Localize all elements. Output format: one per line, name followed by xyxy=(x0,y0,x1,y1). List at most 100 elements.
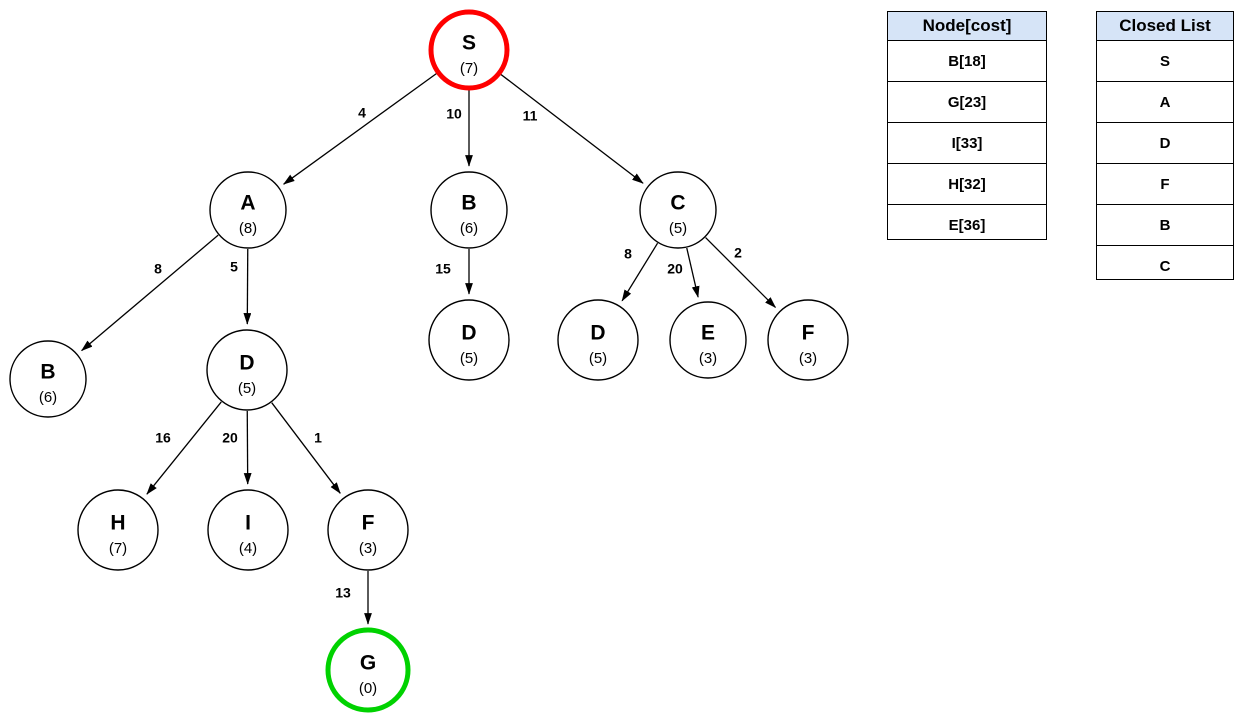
node-circle-C[interactable] xyxy=(639,171,717,249)
graph-node-C[interactable]: C(5) xyxy=(639,171,717,249)
node-circle-B1[interactable] xyxy=(430,171,508,249)
graph-edge-C-D3 xyxy=(621,242,659,302)
node-label-S: S xyxy=(462,32,476,55)
open-list-body: B[18]G[23]I[33]H[32] E[36] xyxy=(888,40,1046,246)
node-label-D1: D xyxy=(239,352,254,375)
graph-node-B1[interactable]: B(6) xyxy=(430,171,508,249)
edge-weight-C-E: 20 xyxy=(667,261,683,277)
node-label-C: C xyxy=(670,192,685,215)
node-circle-F1[interactable] xyxy=(767,299,849,381)
graph-node-B2[interactable]: B (6) xyxy=(9,340,87,418)
table-row[interactable]: S xyxy=(1097,40,1233,82)
edge-weight-F2-G: 13 xyxy=(335,585,351,601)
table-row[interactable]: F xyxy=(1097,163,1233,205)
graph-edge-S-C xyxy=(499,73,644,184)
closed-list-cell-0: S xyxy=(1097,40,1233,82)
node-cost-A: (8) xyxy=(239,220,257,237)
node-cost-F2: (3) xyxy=(359,540,377,557)
node-circle-H[interactable] xyxy=(77,489,159,571)
node-cost-F1: (3) xyxy=(799,350,817,367)
graph-edge-C-E xyxy=(686,247,700,298)
node-circle-D2[interactable] xyxy=(428,299,510,381)
graph-edge-S-A xyxy=(283,72,438,185)
table-row[interactable]: B[18] xyxy=(888,40,1046,82)
graph-node-D3[interactable]: D (5) xyxy=(557,299,639,381)
graph-node-F2[interactable]: F (3) xyxy=(327,489,409,571)
nodes-layer: S(7)A(8)B(6)C(5)B(6)D(5)D(5)D(5)E(3)F(3)… xyxy=(9,9,849,713)
node-cost-G: (0) xyxy=(359,680,377,697)
edge-weight-A-B2: 8 xyxy=(154,261,162,277)
node-label-F2: F xyxy=(362,512,375,535)
edge-weight-D1-H: 16 xyxy=(155,430,171,446)
graph-edge-C-F1 xyxy=(705,237,777,309)
table-row[interactable]: A xyxy=(1097,81,1233,123)
node-label-H: H xyxy=(110,512,125,535)
table-header-row: Node[cost] xyxy=(888,12,1046,41)
closed-list-cell-4: B xyxy=(1097,204,1233,246)
node-circle-D1[interactable] xyxy=(206,329,288,411)
node-cost-S: (7) xyxy=(460,60,478,77)
node-cost-H: (7) xyxy=(109,540,127,557)
edge-weight-D1-F2: 1 xyxy=(314,430,322,446)
graph-edge-D1-H xyxy=(146,401,222,495)
open-list-cell-4: E[36] xyxy=(948,216,986,234)
graph-node-D1[interactable]: D(5) xyxy=(206,329,288,411)
node-circle-I[interactable] xyxy=(207,489,289,571)
open-list-cell-3: H[32] xyxy=(888,163,1046,205)
node-label-D2: D xyxy=(461,322,476,345)
graph-node-A[interactable]: A(8) xyxy=(209,171,287,249)
node-circle-B2[interactable] xyxy=(9,340,87,418)
graph-edge-A-B2 xyxy=(81,234,219,352)
node-label-B1: B xyxy=(461,192,476,215)
node-circle-A[interactable] xyxy=(209,171,287,249)
node-circle-G[interactable] xyxy=(325,627,411,713)
open-list-cell-2: I[33] xyxy=(888,122,1046,164)
table-row[interactable]: G[23] xyxy=(888,81,1046,123)
node-circle-S[interactable] xyxy=(428,9,510,91)
graph-node-I[interactable]: I(4) xyxy=(207,489,289,571)
table-row[interactable]: C xyxy=(1097,246,1233,287)
graph-node-S[interactable]: S (7) xyxy=(428,9,510,91)
node-circle-F2[interactable] xyxy=(327,489,409,571)
graph-edge-D1-F2 xyxy=(271,402,341,494)
node-cost-D3: (5) xyxy=(589,350,607,367)
open-list-table: Node[cost] B[18]G[23]I[33]H[32] E[36] xyxy=(887,11,1047,240)
graph-node-H[interactable]: H (7) xyxy=(77,489,159,571)
node-label-D3: D xyxy=(590,322,605,345)
node-label-G: G xyxy=(360,652,376,675)
closed-list-cell-3: F xyxy=(1097,163,1233,205)
table-row[interactable]: E[36] xyxy=(888,205,1046,246)
edges-layer xyxy=(81,72,777,625)
table-row[interactable]: I[33] xyxy=(888,122,1046,164)
open-list-cell-0: B[18] xyxy=(888,40,1046,82)
node-circle-E[interactable] xyxy=(669,301,747,379)
node-circle-D3[interactable] xyxy=(557,299,639,381)
table-row[interactable]: H[32] xyxy=(888,163,1046,205)
closed-list-cell-5: C xyxy=(1159,257,1171,275)
node-label-B2: B xyxy=(40,361,55,384)
table-header-row: Closed List xyxy=(1097,12,1233,41)
node-cost-D2: (5) xyxy=(460,350,478,367)
open-list-cell-1: G[23] xyxy=(888,81,1046,123)
edge-weight-S-B1: 10 xyxy=(446,106,462,122)
edge-weight-C-F1: 2 xyxy=(734,245,742,261)
table-row[interactable]: B xyxy=(1097,204,1233,246)
edge-weight-B1-D2: 15 xyxy=(435,261,451,277)
graph-node-G[interactable]: G (0) xyxy=(325,627,411,713)
node-label-E: E xyxy=(701,322,715,345)
graph-node-F1[interactable]: F (3) xyxy=(767,299,849,381)
node-label-F1: F xyxy=(802,322,815,345)
table-row[interactable]: D xyxy=(1097,122,1233,164)
edge-weight-C-D3: 8 xyxy=(624,246,632,262)
graph-node-E[interactable]: E(3) xyxy=(669,301,747,379)
edge-weight-S-A: 4 xyxy=(358,105,366,121)
edge-weight-S-C: 11 xyxy=(523,108,538,124)
graph-node-D2[interactable]: D (5) xyxy=(428,299,510,381)
closed-list-cell-2: D xyxy=(1097,122,1233,164)
node-cost-I: (4) xyxy=(239,540,257,557)
node-cost-B2: (6) xyxy=(39,389,57,406)
